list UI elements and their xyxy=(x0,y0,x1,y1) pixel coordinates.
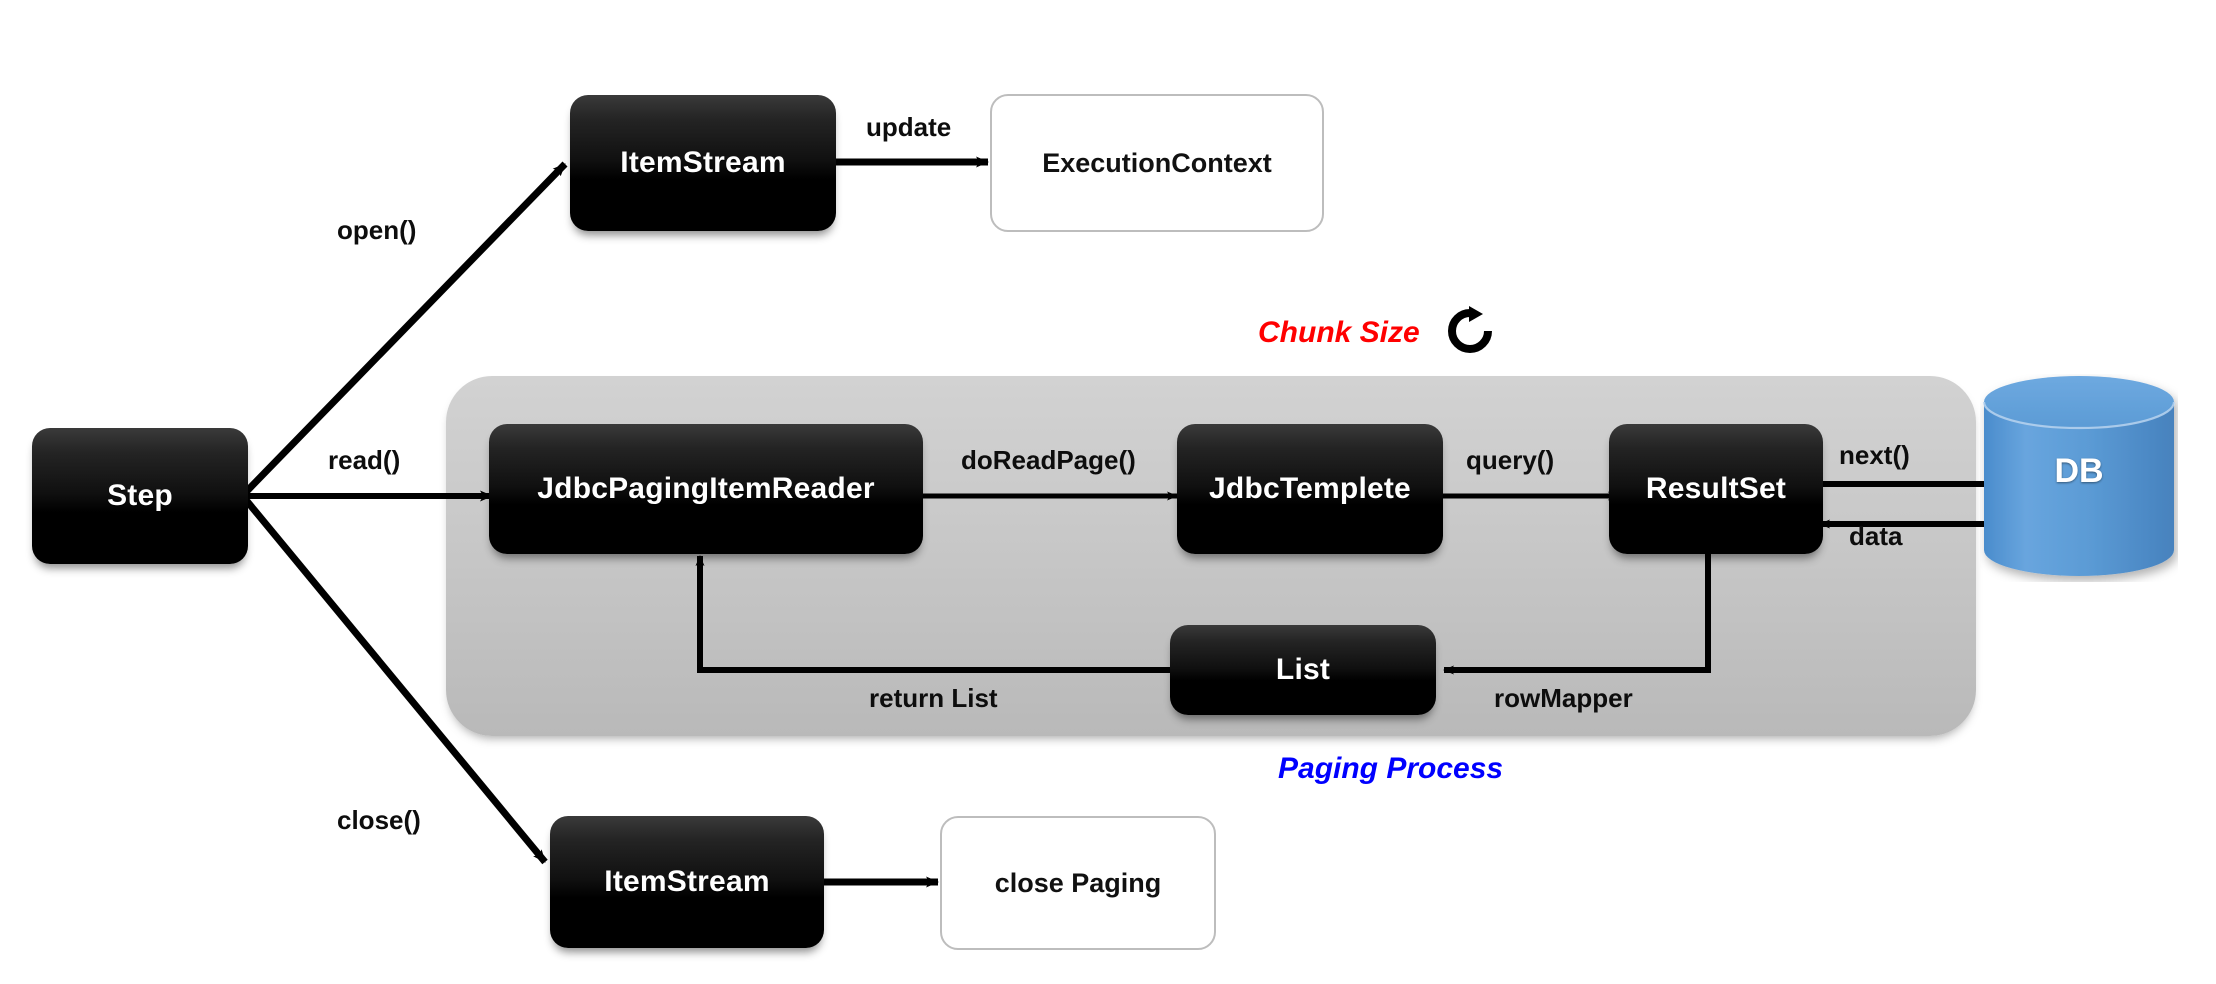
node-result-set-label: ResultSet xyxy=(1645,472,1787,505)
edge-label-data: data xyxy=(1849,521,1903,551)
edge-label-row-mapper: rowMapper xyxy=(1494,683,1633,713)
node-item-stream-close-label: ItemStream xyxy=(604,865,770,898)
node-close-paging[interactable]: close Paging xyxy=(940,816,1216,950)
edge-label-close: close() xyxy=(337,805,421,835)
node-item-stream-open[interactable]: ItemStream xyxy=(570,95,836,231)
node-item-stream-close[interactable]: ItemStream xyxy=(550,816,824,948)
node-jdbc-paging-item-reader[interactable]: JdbcPagingItemReader xyxy=(489,424,923,554)
edge-label-update: update xyxy=(866,112,952,142)
edge-label-read: read() xyxy=(328,445,401,475)
node-db[interactable]: DB xyxy=(1980,374,2178,582)
node-execution-context-label: ExecutionContext xyxy=(1042,147,1272,178)
node-step-label: Step xyxy=(107,479,173,512)
node-execution-context[interactable]: ExecutionContext xyxy=(990,94,1324,232)
node-jdbc-templete[interactable]: JdbcTemplete xyxy=(1177,424,1443,554)
edge-label-do-read-page: doReadPage() xyxy=(961,445,1136,475)
edge-label-query: query() xyxy=(1466,445,1555,475)
caption-chunk-size: Chunk Size xyxy=(1258,316,1420,349)
edge-label-next: next() xyxy=(1839,440,1910,470)
refresh-loop-icon xyxy=(1445,306,1495,356)
node-close-paging-label: close Paging xyxy=(994,867,1162,898)
node-list[interactable]: List xyxy=(1170,625,1436,715)
node-item-stream-open-label: ItemStream xyxy=(620,146,786,179)
node-list-label: List xyxy=(1275,653,1331,686)
edge-label-open: open() xyxy=(337,215,417,245)
edge-label-return-list: return List xyxy=(869,683,998,713)
node-jdbc-paging-item-reader-label: JdbcPagingItemReader xyxy=(537,472,875,505)
node-jdbc-templete-label: JdbcTemplete xyxy=(1209,472,1411,505)
caption-paging-process: Paging Process xyxy=(1278,752,1504,785)
node-result-set[interactable]: ResultSet xyxy=(1609,424,1823,554)
node-step[interactable]: Step xyxy=(32,428,248,564)
